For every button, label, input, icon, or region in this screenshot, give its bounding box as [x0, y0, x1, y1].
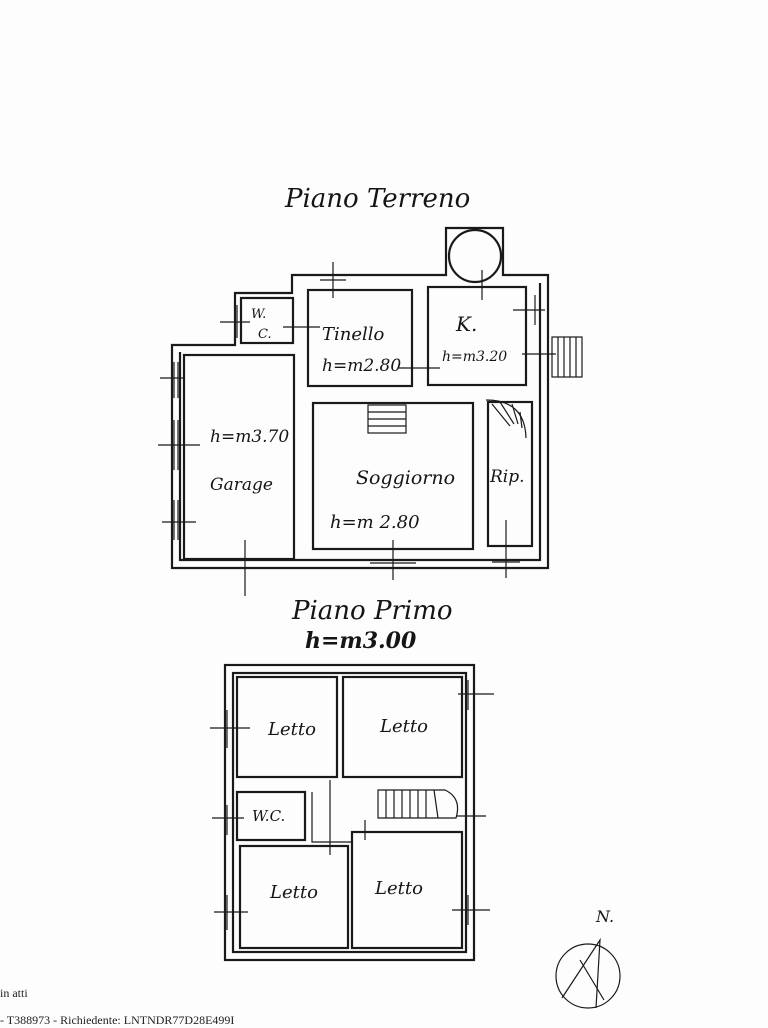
tinello-height-label: h=m2.80 [322, 356, 401, 376]
north-label: N. [595, 907, 614, 926]
letto-top-right-label: Letto [379, 716, 428, 737]
spiral-stair [485, 399, 527, 439]
garage-height-label: h=m3.70 [210, 427, 289, 447]
soggiorno-height-label: h=m 2.80 [330, 512, 420, 533]
kitchen-label: K. [455, 312, 477, 336]
first-floor-title: Piano Primo [291, 596, 453, 626]
ground-floor-stairs [367, 404, 407, 434]
ground-floor-plan [158, 226, 583, 596]
kitchen-height-label: h=m3.20 [442, 349, 507, 365]
first-floor-height: h=m3.00 [305, 628, 417, 654]
letto-top-left-label: Letto [267, 719, 316, 740]
first-floor-plan [210, 663, 494, 962]
letto-bottom-right-label: Letto [374, 878, 423, 899]
footer-line-2: - T388973 - Richiedente: LNTNDR77D28E499… [0, 1013, 235, 1027]
wc-label-line1: W. [251, 307, 266, 322]
footer-line-1: in atti [0, 986, 28, 1000]
soggiorno-label: Soggiorno [356, 467, 455, 489]
letto-bottom-left-label: Letto [269, 882, 318, 903]
ground-floor-title: Piano Terreno [284, 184, 470, 214]
tinello-label: Tinello [322, 324, 385, 345]
wc-first-floor-label: W.C. [252, 807, 285, 825]
first-floor-stairs [377, 789, 459, 819]
ripostiglio-label: Rip. [489, 467, 525, 487]
garage-label: Garage [210, 475, 273, 495]
external-steps [551, 336, 583, 378]
north-arrow-icon [555, 937, 621, 1009]
wc-label-line2: C. [258, 327, 272, 342]
